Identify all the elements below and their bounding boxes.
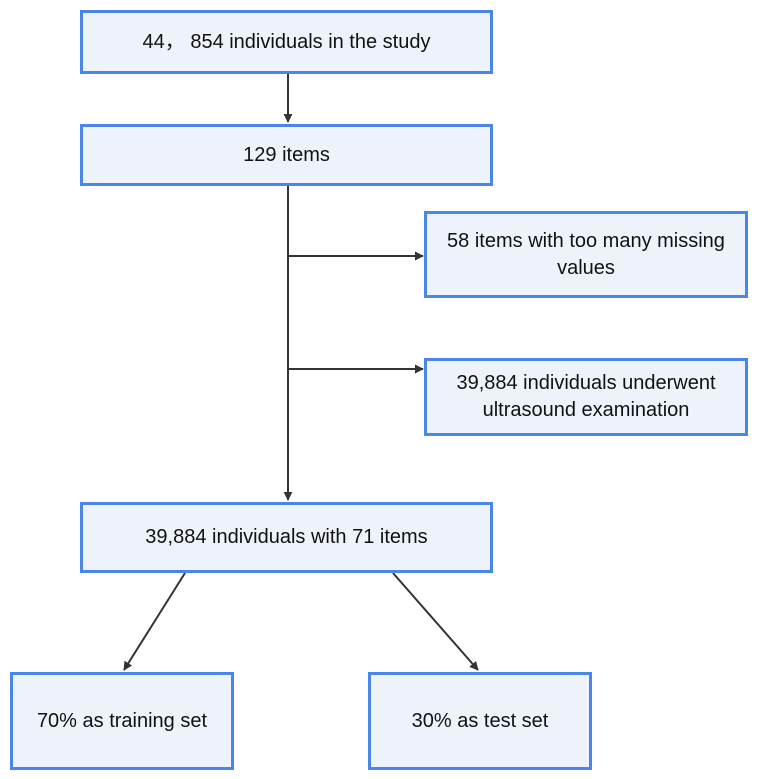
arrow-final-to-test	[392, 572, 479, 671]
node-final-dataset: 39,884 individuals with 71 items	[80, 502, 493, 573]
node-test-set: 30% as test set	[368, 672, 592, 770]
node-study: 44， 854 individuals in the study	[80, 10, 493, 74]
node-ultrasound: 39,884 individuals underwent ultrasound …	[424, 358, 748, 436]
node-missing-values: 58 items with too many missing values	[424, 211, 748, 298]
node-items: 129 items	[80, 124, 493, 186]
node-training-set: 70% as training set	[10, 672, 234, 770]
arrow-final-to-training	[123, 572, 186, 671]
